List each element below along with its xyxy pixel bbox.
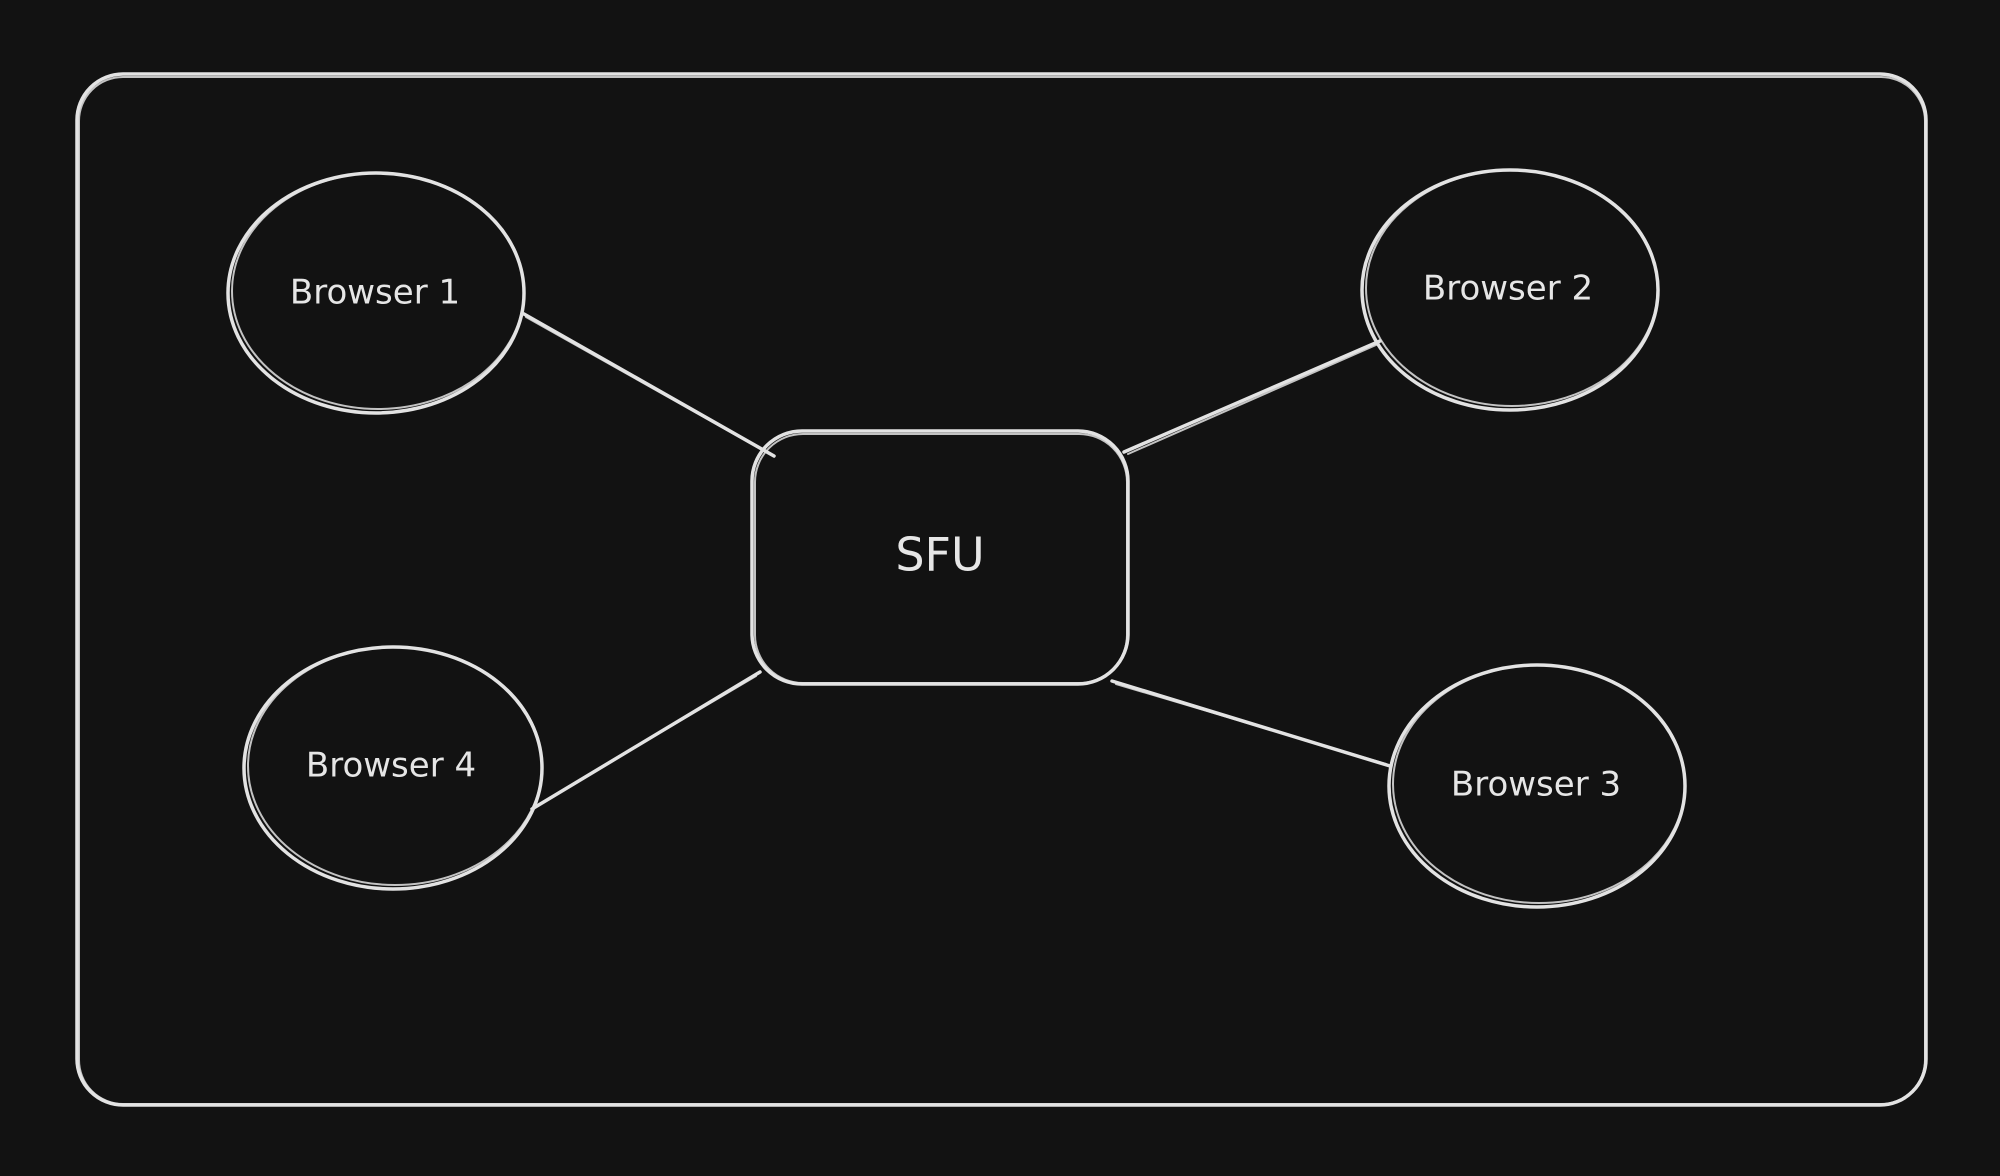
browser-1-label: Browser 1 [290,273,460,313]
sfu-label: SFU [895,528,984,582]
browser-1-node: Browser 1 [226,171,526,415]
connector-browser3-sfu [1110,679,1392,768]
outer-frame [75,72,1928,1107]
browser-3-node: Browser 3 [1387,663,1687,909]
browser-4-label: Browser 4 [306,746,476,786]
connector-browser2-sfu [1122,339,1382,455]
browser-3-label: Browser 3 [1451,765,1621,805]
browser-2-node: Browser 2 [1360,168,1660,412]
browser-4-node: Browser 4 [242,645,544,891]
connector-browser4-sfu [530,670,762,811]
browser-2-label: Browser 2 [1423,269,1593,309]
connector-browser1-sfu [522,312,776,458]
sfu-node: SFU [750,429,1130,686]
